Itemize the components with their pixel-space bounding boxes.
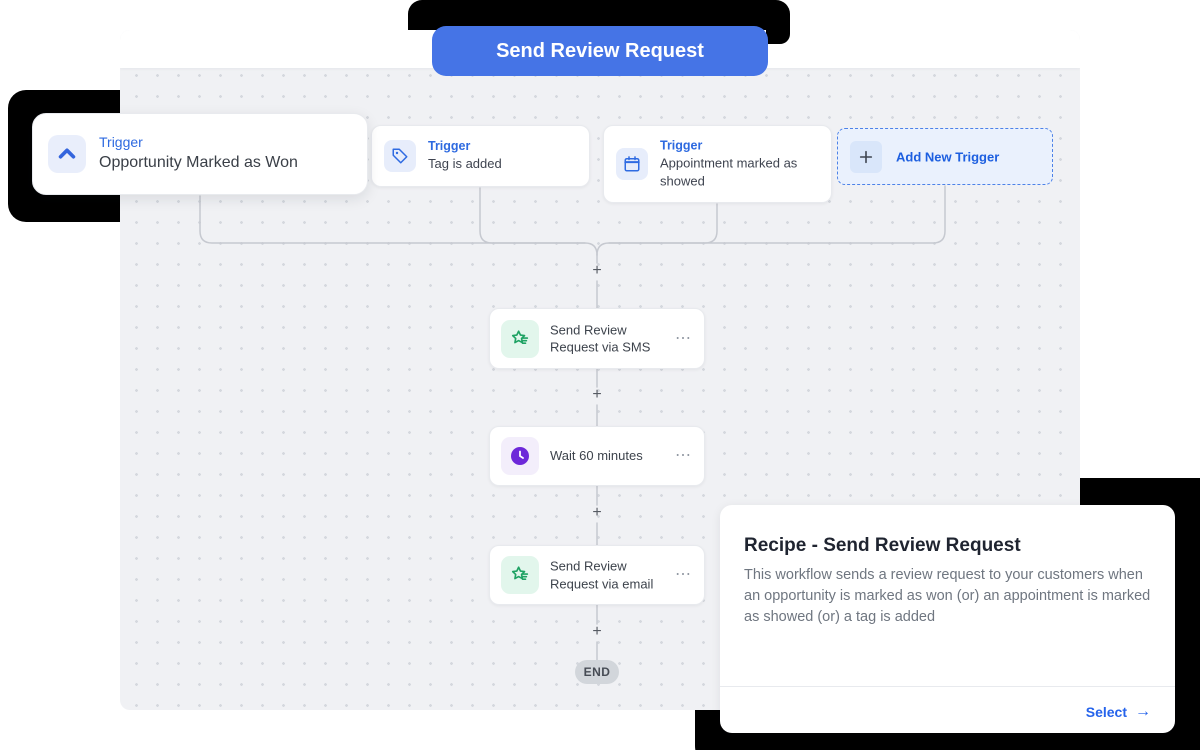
recipe-divider [720,686,1175,687]
node-menu-ellipsis[interactable]: ⋯ [675,565,692,583]
end-badge: END [575,660,619,684]
trigger-card-tag-added[interactable]: Trigger Tag is added [371,125,590,187]
trigger-card-appointment-showed[interactable]: Trigger Appointment marked as showed [603,125,832,203]
recipe-description: This workflow sends a review request to … [744,567,1151,626]
arrow-right-icon: → [1135,703,1151,720]
node-title: Send Review Request via SMS [550,321,651,355]
trigger-label: Trigger [660,138,703,153]
node-title: Wait 60 minutes [550,448,643,464]
send-review-request-header-button[interactable]: Send Review Request [432,26,768,76]
select-recipe-button[interactable]: Select → [1086,703,1151,721]
plus-icon [850,140,882,173]
node-menu-ellipsis[interactable]: ⋯ [675,329,692,347]
trigger-label: Trigger [99,134,143,151]
action-node-send-sms[interactable]: Send Review Request via SMS ⋯ [489,308,705,369]
node-menu-ellipsis[interactable]: ⋯ [675,446,692,464]
trigger-name: Appointment marked as showed [660,155,798,188]
trigger-card-opportunity-won[interactable]: Trigger Opportunity Marked as Won [32,113,368,195]
connector-plus[interactable]: + [592,262,602,279]
trigger-label: Trigger [428,139,471,154]
review-star-icon [501,319,539,358]
add-new-trigger-label: Add New Trigger [896,149,1000,164]
trigger-name: Opportunity Marked as Won [99,154,298,172]
connector-plus[interactable]: + [592,504,602,521]
node-title: Send Review Request via email [550,558,654,591]
recipe-title: Recipe - Send Review Request [744,535,1021,556]
add-new-trigger-button[interactable]: Add New Trigger [837,128,1053,185]
chevron-up-icon [48,135,86,173]
connector-plus[interactable]: + [592,386,602,403]
connector-plus[interactable]: + [592,623,602,640]
tag-icon [384,140,416,172]
review-star-icon [501,556,539,594]
workflow-canvas[interactable]: + + + + Trigger Tag is added [120,30,1080,710]
header-button-shadow-notch [766,28,790,44]
action-node-wait[interactable]: Wait 60 minutes ⋯ [489,426,705,486]
select-label: Select [1085,704,1127,720]
calendar-icon [616,148,648,180]
recipe-panel: Recipe - Send Review Request This workfl… [720,505,1175,733]
clock-icon [501,437,539,475]
trigger-name: Tag is added [428,156,502,172]
action-node-send-email[interactable]: Send Review Request via email ⋯ [489,545,705,605]
